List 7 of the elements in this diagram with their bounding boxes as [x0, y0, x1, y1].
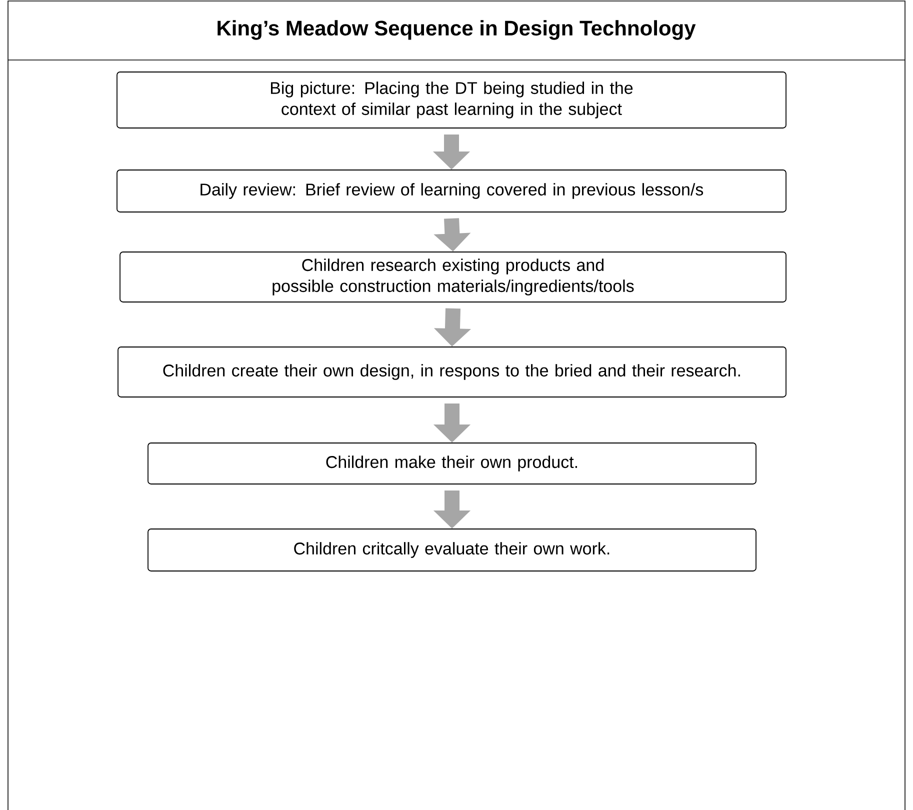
process-box: Big picture: Placing the DT being studied in the context of similar past learning in the subject	[116, 72, 786, 128]
process-box: Children research existing products and possible construction materials/ingredients/tools	[120, 252, 786, 302]
title: King’s Meadow Sequence in Design Technology	[218, 20, 696, 40]
process-box: Children critcally evaluate their own work.	[148, 528, 756, 572]
process-box: Children make their own product.	[148, 442, 756, 484]
process-box: Daily review: Brief review of learning covered in previous lesson/s	[116, 170, 786, 212]
process-box: Children create their own design, in respons to the bried and their research.	[118, 346, 786, 398]
